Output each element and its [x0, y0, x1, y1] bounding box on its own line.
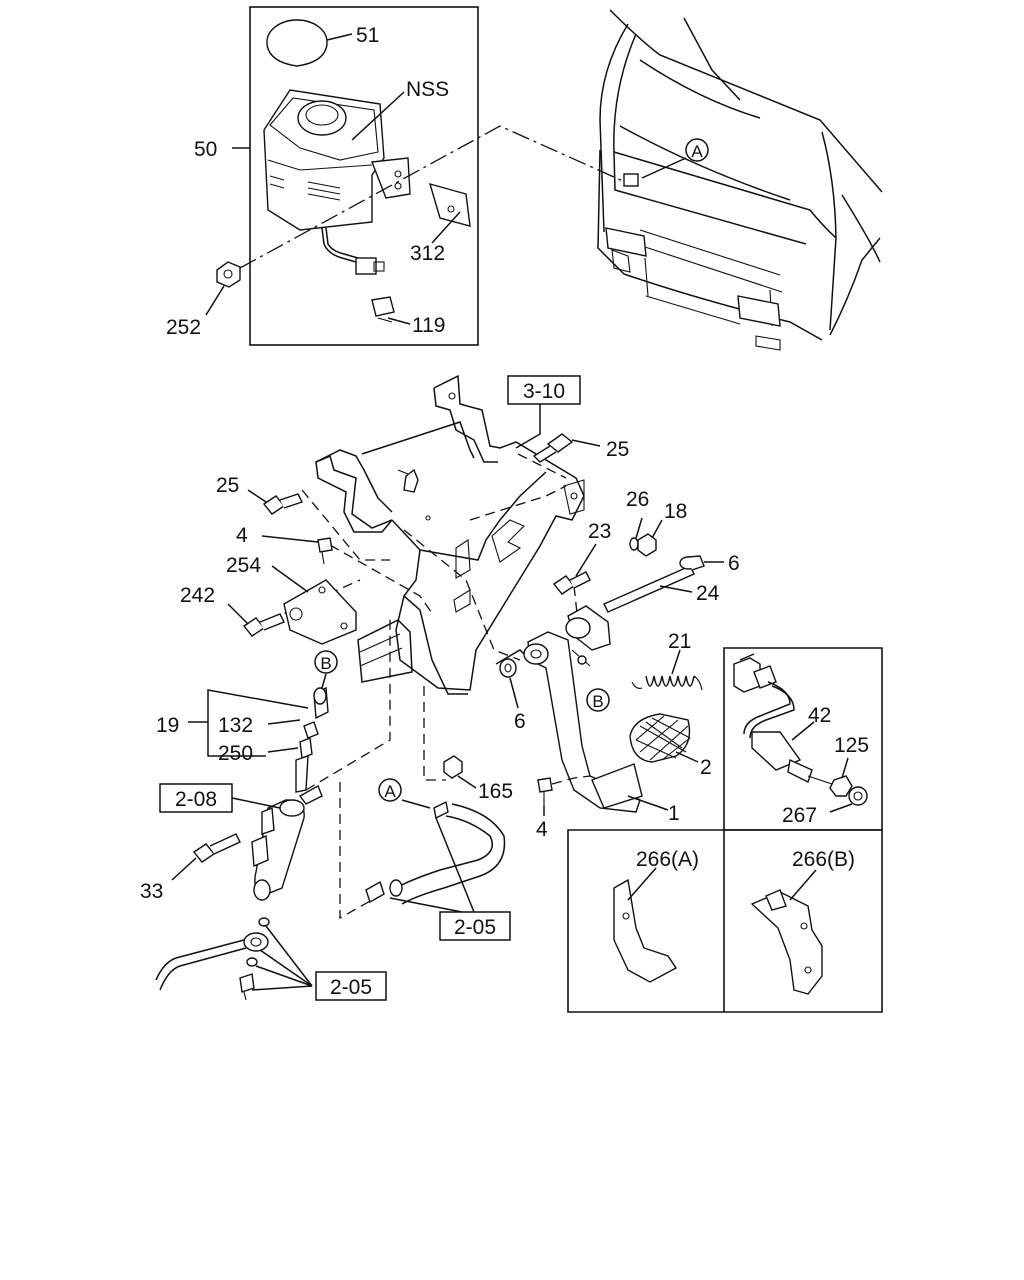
ref-circle-a-low: A	[378, 778, 402, 802]
assembly-line	[339, 782, 373, 920]
reservoir-cap-51	[266, 19, 328, 67]
spring-21	[631, 675, 703, 691]
ref-2-05-b-label: 2-05	[330, 976, 372, 999]
clip-119	[371, 296, 395, 323]
assembly-line	[403, 529, 521, 661]
bushing-6-right	[679, 555, 705, 571]
ref-2-05-a-label: 2-05	[454, 916, 496, 939]
callout-50: 50	[194, 138, 217, 161]
ref-box-2-05-b: 2-05	[315, 971, 387, 1001]
pedal-bracket	[315, 374, 585, 695]
bolt-25-right	[532, 433, 574, 463]
callout-51: 51	[356, 24, 379, 47]
bracket-312	[428, 182, 471, 227]
ref-box-2-08: 2-08	[159, 783, 233, 813]
callout-312: 312	[410, 242, 445, 265]
callout-6-low: 6	[514, 710, 526, 733]
bolt-242	[242, 613, 285, 637]
callout-266b: 266(B)	[792, 848, 855, 871]
callout-4-low: 4	[536, 818, 548, 841]
assembly-line	[573, 585, 581, 641]
ref-b-left-label: B	[320, 654, 331, 673]
ref-a-low-label: A	[384, 782, 396, 801]
ref-2-08-label: 2-08	[175, 788, 217, 811]
ref-circle-a-top: A	[685, 138, 709, 162]
nut-165	[443, 755, 463, 779]
ref-b-mid-label: B	[592, 692, 603, 711]
pushrod	[295, 755, 309, 793]
reservoir-inset-frame	[249, 6, 479, 346]
assembly-line	[305, 618, 391, 791]
callout-252: 252	[166, 316, 201, 339]
callout-23: 23	[588, 520, 611, 543]
reservoir-tank	[263, 89, 411, 275]
callout-132: 132	[218, 714, 253, 737]
callout-21: 21	[668, 630, 691, 653]
bolt-33	[192, 833, 241, 863]
ref-circle-b-left: B	[314, 650, 338, 674]
bracket-266a	[613, 878, 678, 983]
callout-18: 18	[664, 500, 687, 523]
ref-3-10-label: 3-10	[523, 380, 565, 403]
reservoir-inset	[205, 6, 479, 346]
ref-circle-b-mid: B	[586, 688, 610, 712]
reservoir-hose	[365, 800, 506, 905]
callout-119: 119	[412, 314, 445, 337]
callout-25-left: 25	[216, 474, 239, 497]
cab-mount-point	[623, 173, 639, 187]
assembly-line	[551, 775, 591, 785]
bracket-266-inset	[567, 829, 883, 1013]
callout-125: 125	[834, 734, 869, 757]
ref-box-3-10: 3-10	[507, 375, 581, 449]
clevis-132	[313, 686, 329, 720]
bolt-4-low	[537, 777, 553, 806]
clutch-master-cylinder	[251, 785, 323, 901]
callout-24: 24	[696, 582, 720, 605]
assembly-line	[469, 485, 567, 521]
nut-18	[637, 533, 657, 557]
callout-254: 254	[226, 554, 261, 577]
washer-26	[629, 537, 639, 551]
callout-26: 26	[626, 488, 649, 511]
plate-254	[283, 579, 357, 645]
truck-cab	[597, 9, 883, 351]
ref-a-top-label: A	[691, 142, 703, 161]
callout-250: 250	[218, 742, 253, 765]
bolt-25-left	[262, 493, 303, 515]
bolt-4-top	[317, 537, 333, 565]
nut-252	[216, 261, 241, 288]
pin-24	[603, 565, 695, 613]
callout-2: 2	[700, 756, 712, 779]
bolt-23	[552, 571, 591, 595]
callout-6-right: 6	[728, 552, 740, 575]
clutch-line	[155, 917, 270, 1001]
callout-267: 267	[782, 804, 817, 827]
mounting-line	[239, 125, 635, 269]
nut-250	[299, 721, 319, 759]
assembly-line	[329, 544, 435, 617]
lock-washer-267	[848, 786, 868, 806]
assembly-line	[517, 453, 567, 479]
nut-125	[829, 775, 853, 797]
callout-165: 165	[478, 780, 513, 803]
pedal-pad-2	[629, 713, 691, 763]
assembly-line	[423, 686, 446, 781]
callout-33: 33	[140, 880, 163, 903]
callout-19: 19	[156, 714, 179, 737]
ref-box-2-05-a: 2-05	[439, 911, 511, 941]
bracket-266b	[750, 889, 823, 995]
assembly-line	[301, 489, 390, 561]
callout-42: 42	[808, 704, 831, 727]
callout-nss: NSS	[406, 78, 449, 101]
callout-25-right: 25	[606, 438, 629, 461]
callout-266a: 266(A)	[636, 848, 699, 871]
bushing-6-low	[499, 658, 517, 678]
callout-4-top: 4	[236, 524, 248, 547]
callout-242: 242	[180, 584, 215, 607]
callout-1: 1	[668, 802, 680, 825]
